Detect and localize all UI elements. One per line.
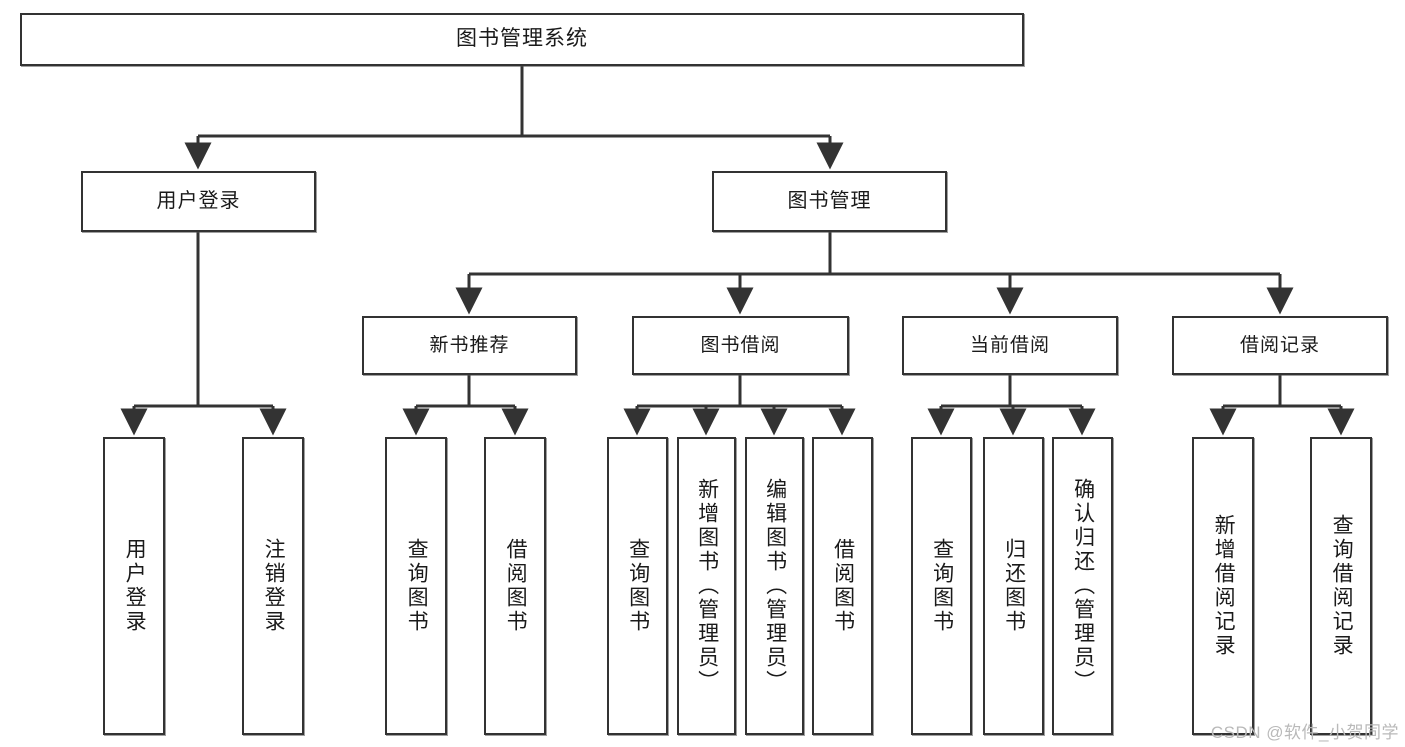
node-leaf-borrow-book-label: 借阅图书 xyxy=(831,538,855,634)
node-leaf-query-book-borrow[interactable]: 查询图书 xyxy=(607,437,668,735)
node-borrow-record[interactable]: 借阅记录 xyxy=(1172,316,1388,375)
node-current-borrow-label: 当前借阅 xyxy=(969,334,1050,356)
node-leaf-user-login[interactable]: 用户登录 xyxy=(103,437,165,735)
node-borrow-record-label: 借阅记录 xyxy=(1239,334,1320,356)
watermark-text: CSDN @软件_小贺同学 xyxy=(1210,723,1399,742)
node-new-book-recommend[interactable]: 新书推荐 xyxy=(362,316,577,375)
node-leaf-query-book-recommend-label: 查询图书 xyxy=(405,538,429,634)
node-leaf-return-book-label: 归还图书 xyxy=(1002,538,1026,634)
node-current-borrow[interactable]: 当前借阅 xyxy=(902,316,1118,375)
node-leaf-query-book-borrow-label: 查询图书 xyxy=(626,538,650,634)
node-leaf-query-book-current-label: 查询图书 xyxy=(930,538,954,634)
node-root-label: 图书管理系统 xyxy=(456,27,588,51)
node-leaf-borrow-book-recommend-label: 借阅图书 xyxy=(504,538,528,634)
node-leaf-add-book-admin[interactable]: 新增图书（管理员） xyxy=(677,437,736,735)
node-user-login-label: 用户登录 xyxy=(156,190,241,212)
node-leaf-borrow-book[interactable]: 借阅图书 xyxy=(812,437,873,735)
node-leaf-add-borrow-record[interactable]: 新增借阅记录 xyxy=(1192,437,1254,735)
node-leaf-confirm-return-admin-label: 确认归还（管理员） xyxy=(1071,478,1095,694)
node-leaf-logout-label: 注销登录 xyxy=(262,538,286,634)
node-book-management[interactable]: 图书管理 xyxy=(712,171,947,232)
node-leaf-confirm-return-admin[interactable]: 确认归还（管理员） xyxy=(1052,437,1113,735)
node-leaf-borrow-book-recommend[interactable]: 借阅图书 xyxy=(484,437,546,735)
node-root-system[interactable]: 图书管理系统 xyxy=(20,13,1024,66)
node-leaf-query-book-recommend[interactable]: 查询图书 xyxy=(385,437,447,735)
node-user-login[interactable]: 用户登录 xyxy=(81,171,316,232)
node-book-borrow[interactable]: 图书借阅 xyxy=(632,316,849,375)
node-leaf-edit-book-admin-label: 编辑图书（管理员） xyxy=(763,478,787,694)
node-leaf-add-borrow-record-label: 新增借阅记录 xyxy=(1212,514,1236,658)
node-leaf-add-book-admin-label: 新增图书（管理员） xyxy=(695,478,719,694)
node-leaf-edit-book-admin[interactable]: 编辑图书（管理员） xyxy=(745,437,804,735)
node-leaf-user-login-label: 用户登录 xyxy=(123,538,147,634)
node-book-borrow-label: 图书借阅 xyxy=(700,334,781,356)
node-leaf-query-borrow-record[interactable]: 查询借阅记录 xyxy=(1310,437,1372,735)
node-book-management-label: 图书管理 xyxy=(787,190,872,212)
node-new-book-recommend-label: 新书推荐 xyxy=(429,334,510,356)
node-leaf-query-book-current[interactable]: 查询图书 xyxy=(911,437,972,735)
node-leaf-query-borrow-record-label: 查询借阅记录 xyxy=(1330,514,1354,658)
node-leaf-return-book[interactable]: 归还图书 xyxy=(983,437,1044,735)
node-leaf-logout[interactable]: 注销登录 xyxy=(242,437,304,735)
